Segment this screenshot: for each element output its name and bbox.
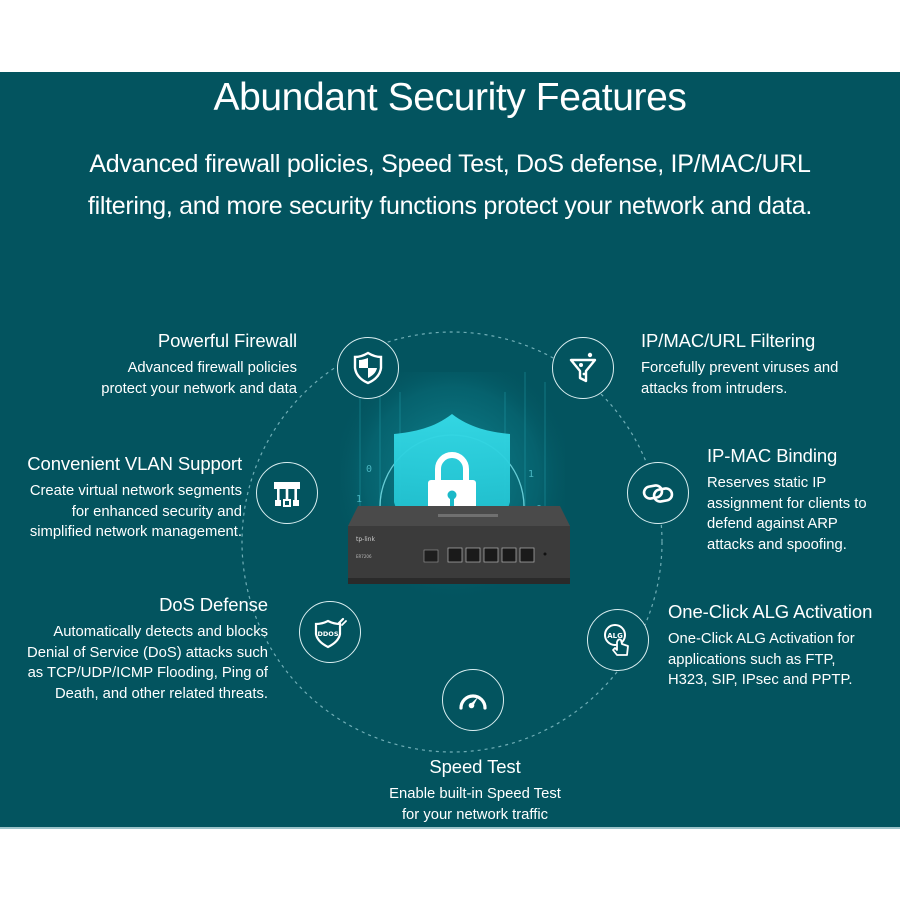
feature-desc-line: defend against ARP	[707, 516, 838, 532]
feature-title: IP/MAC/URL Filtering	[641, 330, 816, 351]
panel-bottom-edge	[0, 827, 900, 829]
feature-desc-line: Denial of Service (DoS) attacks such	[27, 644, 268, 661]
feature-title: DoS Defense	[159, 594, 268, 615]
feature-powerful-firewall: Powerful Firewall Advanced firewall poli…	[0, 330, 297, 399]
feature-desc-line: Reserves static IP	[707, 475, 827, 491]
svg-text:ALG: ALG	[607, 632, 623, 640]
feature-ip-mac-url-filtering: IP/MAC/URL Filtering Forcefully prevent …	[641, 330, 891, 399]
feature-title: One-Click ALG Activation	[668, 601, 873, 622]
alg-icon-button: ALG	[587, 609, 649, 671]
feature-desc-line: applications such as FTP,	[668, 651, 836, 668]
vlan-icon-button	[256, 462, 318, 524]
feature-desc-line: Death, and other related threats.	[54, 685, 268, 702]
feature-title: Speed Test	[429, 756, 521, 777]
binding-icon-button	[627, 462, 689, 524]
link-chain-icon	[642, 484, 674, 503]
feature-title: Convenient VLAN Support	[27, 453, 242, 474]
feature-desc-line: Create virtual network segments	[29, 483, 242, 499]
subtitle-line-2: filtering, and more security functions p…	[87, 192, 813, 220]
feature-desc-line: attacks and spoofing.	[707, 536, 847, 553]
feature-panel: Abundant Security Features Advanced fire…	[0, 72, 900, 828]
svg-text:1: 1	[528, 469, 534, 480]
ddos-shield-icon: DDOS	[314, 617, 347, 649]
alg-click-icon: ALG	[604, 624, 629, 656]
feature-convenient-vlan-support: Convenient VLAN Support Create virtual n…	[2, 453, 242, 543]
svg-text:1: 1	[356, 494, 362, 505]
feature-desc-line: assignment for clients to	[707, 495, 867, 512]
feature-desc-line: simplified network management.	[29, 524, 242, 540]
feature-desc-line: as TCP/UDP/ICMP Flooding, Ping of	[27, 665, 268, 681]
feature-desc-line: One-Click ALG Activation for	[668, 631, 855, 647]
feature-desc-line: for enhanced security and	[71, 503, 242, 520]
vlan-network-icon	[274, 482, 300, 507]
dos-icon-button: DDOS	[299, 601, 361, 663]
feature-desc-line: H323, SIP, IPsec and PPTP.	[668, 672, 853, 688]
subtitle-line-1: Advanced firewall policies, Speed Test, …	[89, 150, 811, 178]
svg-text:DDOS: DDOS	[318, 630, 339, 638]
feature-desc-line: Advanced firewall policies	[127, 360, 297, 376]
speed-test-icon-button	[442, 669, 504, 731]
feature-speed-test: Speed Test Enable built-in Speed Test fo…	[350, 756, 600, 825]
feature-one-click-alg-activation: One-Click ALG Activation One-Click ALG A…	[668, 601, 898, 691]
feature-title: IP-MAC Binding	[707, 445, 838, 466]
feature-desc-line: Enable built-in Speed Test	[389, 786, 561, 802]
dashed-orbit-ring	[241, 331, 663, 753]
feature-desc-line: Automatically detects and blocks	[53, 624, 268, 640]
router-model-label: ER7206	[356, 554, 372, 559]
router-brand-label: tp-link	[356, 536, 375, 543]
funnel-filter-icon	[569, 352, 597, 383]
feature-desc-line: protect your network and data	[101, 380, 297, 397]
svg-text:0: 0	[366, 464, 372, 475]
feature-dos-defense: DoS Defense Automatically detects and bl…	[0, 594, 268, 704]
feature-title: Powerful Firewall	[157, 330, 297, 351]
speedometer-icon	[459, 694, 487, 710]
feature-ip-mac-binding: IP-MAC Binding Reserves static IP assign…	[707, 445, 897, 555]
filter-icon-button	[552, 337, 614, 399]
feature-desc-line: for your network traffic	[401, 806, 549, 823]
firewall-icon-button	[337, 337, 399, 399]
feature-desc-line: attacks from intruders.	[641, 380, 788, 397]
router-device-image: tp-link ER7206	[348, 506, 570, 584]
feature-desc-line: Forcefully prevent viruses and	[641, 360, 839, 376]
shield-icon	[353, 351, 383, 385]
page-title: Abundant Security Features	[213, 76, 687, 119]
